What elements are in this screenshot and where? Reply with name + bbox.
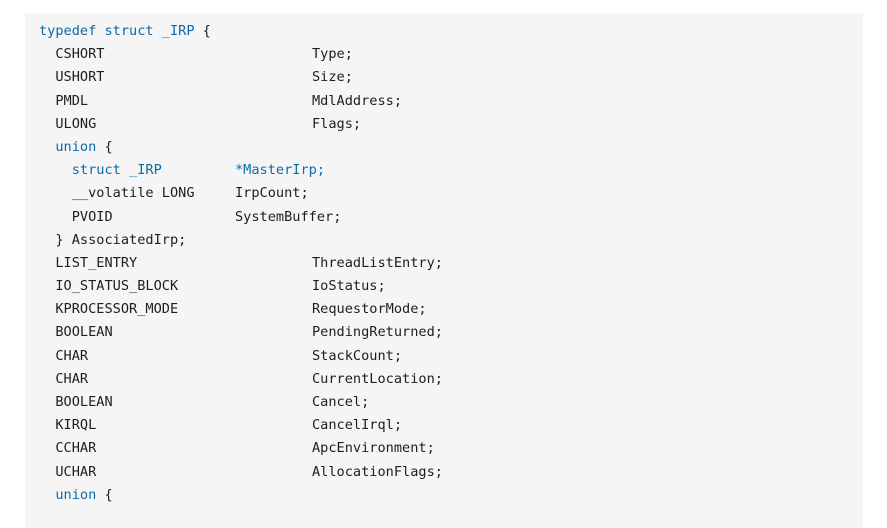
code-keyword: union [39, 486, 97, 503]
code-block: typedef struct _IRP { CSHORT Type; USHORT… [25, 13, 863, 528]
code-type: PVOID [39, 206, 113, 229]
code-type: IO_STATUS_BLOCK [39, 275, 178, 298]
code-member-name: *MasterIrp; [235, 162, 326, 179]
code-member-name: IoStatus; [312, 278, 386, 295]
code-member-name: ThreadListEntry; [312, 254, 443, 271]
code-type: BOOLEAN [39, 391, 113, 414]
code-type: typedef struct _IRP { [39, 20, 211, 43]
code-token: CHAR [39, 370, 89, 387]
code-type: LIST_ENTRY [39, 252, 137, 275]
code-token: { [96, 486, 113, 503]
code-token: CHAR [39, 347, 89, 364]
code-keyword: union [39, 138, 97, 155]
code-member-name: CurrentLocation; [312, 370, 443, 387]
code-type: KPROCESSOR_MODE [39, 298, 178, 321]
code-type: UCHAR [39, 461, 96, 484]
code-token: KPROCESSOR_MODE [39, 301, 179, 318]
code-token: USHORT [39, 69, 105, 86]
code-member-name: Size; [312, 69, 353, 86]
code-member-name: SystemBuffer; [235, 208, 342, 225]
code-member-name: Flags; [312, 115, 362, 132]
code-token: } AssociatedIrp; [39, 231, 187, 248]
code-token: LIST_ENTRY [39, 254, 138, 271]
code-token: BOOLEAN [39, 394, 113, 410]
code-token: { [96, 138, 113, 155]
code-token: KIRQL [39, 417, 97, 434]
code-type: USHORT [39, 66, 104, 89]
code-token: CSHORT [39, 46, 105, 63]
code-type: PMDL [39, 90, 88, 113]
code-type: BOOLEAN [39, 321, 113, 344]
code-type: __volatile LONG [39, 182, 195, 205]
code-member-name: ApcEnvironment; [312, 440, 435, 457]
code-type: CSHORT [39, 43, 104, 66]
code-token: IO_STATUS_BLOCK [39, 278, 179, 295]
code-member-name: StackCount; [312, 347, 403, 364]
code-type: } AssociatedIrp; [39, 229, 186, 252]
code-token: UCHAR [39, 463, 97, 480]
code-keyword: typedef struct _IRP [39, 23, 195, 39]
code-type: union { [39, 136, 113, 159]
code-member-name: MdlAddress; [312, 92, 403, 109]
code-type: CHAR [39, 368, 88, 391]
code-member-name: RequestorMode; [312, 301, 427, 318]
code-type: struct _IRP [39, 159, 162, 182]
code-token: { [194, 23, 211, 39]
code-type: union { [39, 484, 113, 507]
code-type: KIRQL [39, 414, 96, 437]
code-token: CCHAR [39, 440, 97, 457]
code-token: PVOID [39, 208, 113, 225]
code-member-name: Type; [312, 46, 353, 63]
code-type: ULONG [39, 113, 96, 136]
code-type: CCHAR [39, 437, 96, 460]
code-token: __volatile LONG [39, 185, 195, 202]
code-member-name: Cancel; [312, 394, 370, 410]
code-token: PMDL [39, 92, 89, 109]
code-member-name: CancelIrql; [312, 417, 403, 434]
code-member-name: PendingReturned; [312, 324, 443, 341]
code-member-name: IrpCount; [235, 185, 309, 202]
code-keyword: struct _IRP [39, 162, 162, 179]
code-token: ULONG [39, 115, 97, 132]
code-token: BOOLEAN [39, 324, 113, 341]
code-member-name: AllocationFlags; [312, 463, 443, 480]
code-type: CHAR [39, 345, 88, 368]
